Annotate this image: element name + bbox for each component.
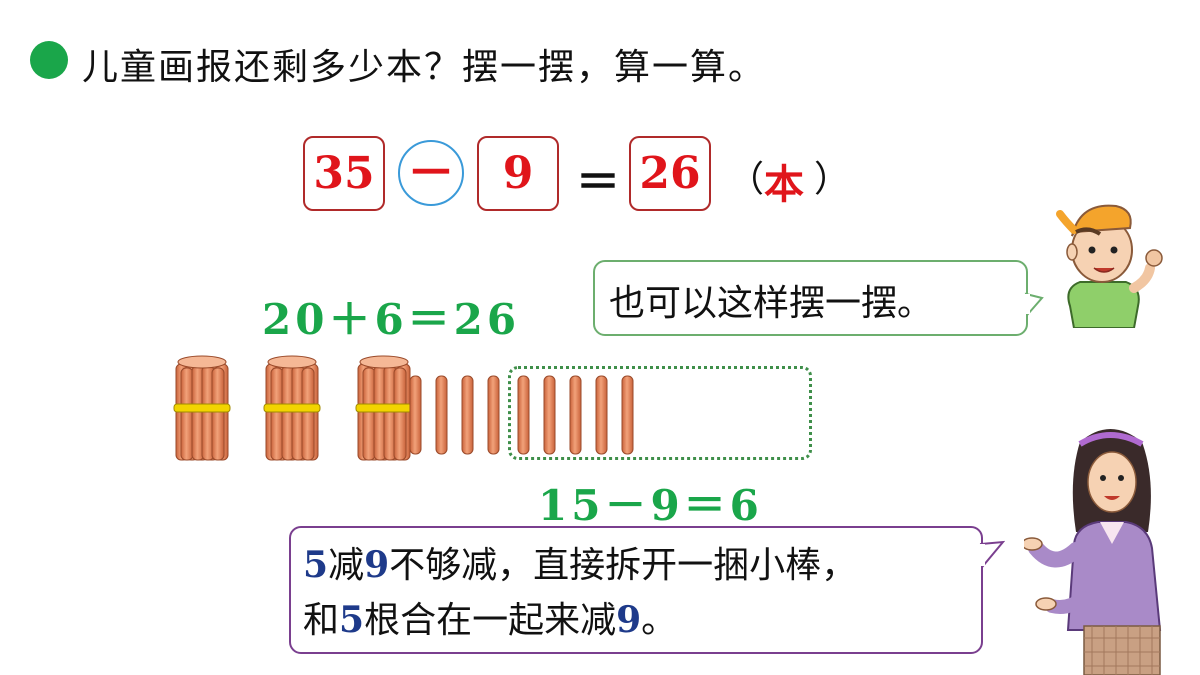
loose-stick (487, 375, 500, 455)
teacher-speech-bubble: 5减9不够减，直接拆开一捆小棒， 和5根合在一起来减9。 (289, 526, 983, 654)
teacher-illustration (1024, 429, 1162, 675)
title-bullet-dot (30, 41, 68, 79)
teacher-speech-tail (977, 540, 1005, 569)
boy-speech-text: 也可以这样摆一摆。 (609, 283, 934, 324)
unit-paren-open: （ (728, 159, 765, 200)
stick-bundle (173, 355, 231, 461)
stick-bundle (355, 355, 413, 461)
unit-label: 本 (764, 161, 804, 208)
boy-speech-bubble: 也可以这样摆一摆。 (593, 260, 1028, 336)
minuend-box: 35 (303, 136, 385, 211)
boy-illustration (1056, 204, 1163, 328)
removed-sticks-dotted-box (508, 366, 812, 460)
teacher-speech-line-1: 5减9不够减，直接拆开一捆小棒， (303, 544, 858, 586)
equals-sign: ＝ (576, 157, 620, 208)
loose-stick (461, 375, 474, 455)
loose-stick (435, 375, 448, 455)
result-box: 26 (629, 136, 711, 211)
operator-circle: － (398, 140, 464, 206)
question-title: 儿童画报还剩多少本？摆一摆，算一算。 (82, 47, 767, 88)
unit-paren-close: ） (814, 159, 851, 200)
subtrahend-box: 9 (477, 136, 559, 211)
loose-stick (409, 375, 422, 455)
subtraction-equation: 15－9＝6 (538, 481, 763, 530)
teacher-speech-line-2: 和5根合在一起来减9。 (303, 599, 678, 641)
alternative-equation: 20＋6＝26 (262, 295, 521, 344)
boy-speech-tail (1022, 292, 1044, 317)
stick-bundle (263, 355, 321, 461)
